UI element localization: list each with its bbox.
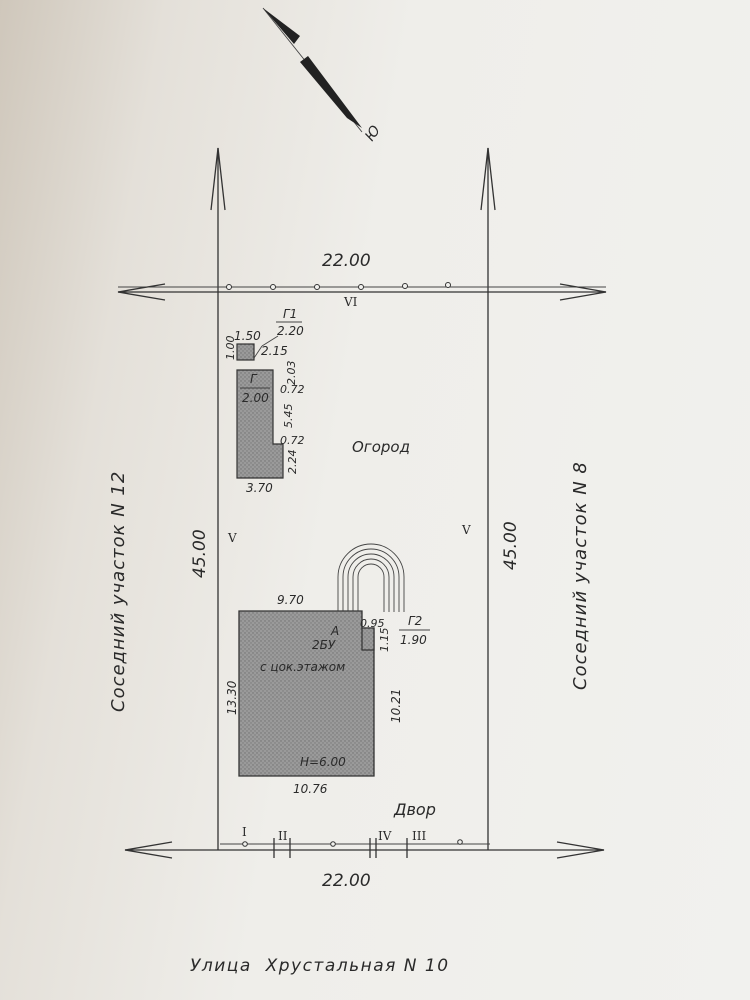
g1-dim: 2.20 xyxy=(277,324,304,338)
yard-label: Двор xyxy=(393,800,436,819)
street-label: Улица Хрустальная N 10 xyxy=(190,956,450,976)
house-step-h: 1.15 xyxy=(378,628,391,653)
house-left-dim: 13.30 xyxy=(225,680,239,715)
bottom-boundary-line xyxy=(124,838,605,859)
garage-bottom: 3.70 xyxy=(246,481,273,495)
right-boundary-line xyxy=(480,147,496,850)
neighbor-right-label: Соседний участок N 8 xyxy=(570,461,591,690)
loop-path-symbol xyxy=(337,543,405,612)
house-right-dim: 10.21 xyxy=(389,689,403,723)
fence-top-label: VI xyxy=(343,295,358,309)
g2-dim: 1.90 xyxy=(400,633,427,647)
house-bottom-dim: 10.76 xyxy=(293,782,328,796)
top-width-label: 22.00 xyxy=(322,251,371,271)
compass-label: Ю xyxy=(362,123,384,145)
g1-label: Г1 xyxy=(283,307,297,321)
garage-top-small: 1.50 xyxy=(234,329,261,343)
garage-notch-top: 0.72 xyxy=(280,383,305,396)
house-floors: с цок.этажом xyxy=(260,660,345,674)
fence-right-label: V xyxy=(461,523,471,537)
fence-left-label: V xyxy=(227,531,237,545)
garage-left-top: 1.00 xyxy=(224,336,237,361)
left-boundary-line xyxy=(210,147,226,850)
fence-bottom-label-1: I xyxy=(242,825,247,839)
bottom-width-label: 22.00 xyxy=(322,871,371,891)
garage-right-bottom: 2.24 xyxy=(286,450,299,475)
garage-right-top: 2.03 xyxy=(285,361,298,386)
garage-ledge: 2.15 xyxy=(261,344,288,358)
garage-right-mid: 5.45 xyxy=(282,404,295,429)
garage-width-label: 2.00 xyxy=(242,391,269,405)
neighbor-left-label: Соседний участок N 12 xyxy=(108,471,129,712)
garage-notch-bottom: 0.72 xyxy=(280,434,305,447)
fence-bottom-label-4: III xyxy=(412,829,426,843)
fence-bottom-label-2: II xyxy=(278,829,288,843)
main-house-building xyxy=(238,610,375,777)
house-type: 2БУ xyxy=(312,638,336,652)
garage-building xyxy=(236,335,284,479)
house-step-w: 0.95 xyxy=(360,617,385,630)
left-length-label: 45.00 xyxy=(190,529,210,578)
right-length-label: 45.00 xyxy=(501,521,521,570)
top-boundary-line xyxy=(117,282,607,301)
garden-label: Огород xyxy=(352,438,410,456)
house-letter: А xyxy=(330,624,339,638)
g2-label: Г2 xyxy=(408,614,422,628)
house-height: Н=6.00 xyxy=(300,755,346,769)
house-top-dim: 9.70 xyxy=(277,593,304,607)
garage-label: Г xyxy=(250,372,258,386)
compass-arrow-icon xyxy=(262,7,363,133)
fence-bottom-label-3: IV xyxy=(378,829,392,843)
